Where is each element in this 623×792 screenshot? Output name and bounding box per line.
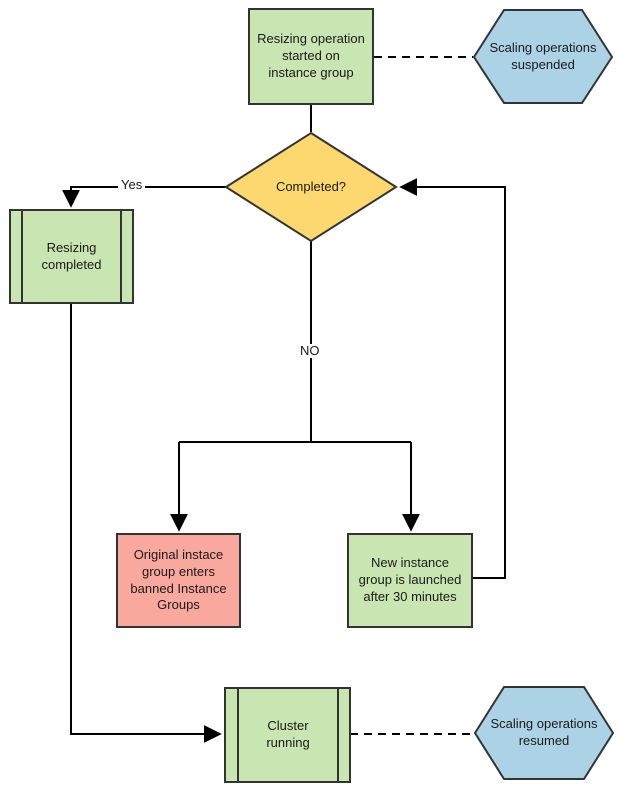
start-node-shape (248, 8, 374, 105)
completed-decision-shape (224, 131, 398, 243)
banned-node-shape (116, 533, 241, 628)
edge-label-yes: Yes (118, 177, 146, 193)
resizing-completed-node-shape (9, 209, 134, 304)
edge-resizing-to-cluster (70, 303, 222, 743)
edge-new-group-to-completed (399, 178, 506, 579)
new-group-node-shape (347, 533, 473, 628)
suspended-node-shape (472, 9, 614, 104)
resumed-node-shape (473, 686, 615, 780)
cluster-node-shape (224, 687, 351, 783)
edge-label-no: NO (297, 343, 323, 359)
edge-completed-yes-to-resizing (62, 186, 226, 208)
